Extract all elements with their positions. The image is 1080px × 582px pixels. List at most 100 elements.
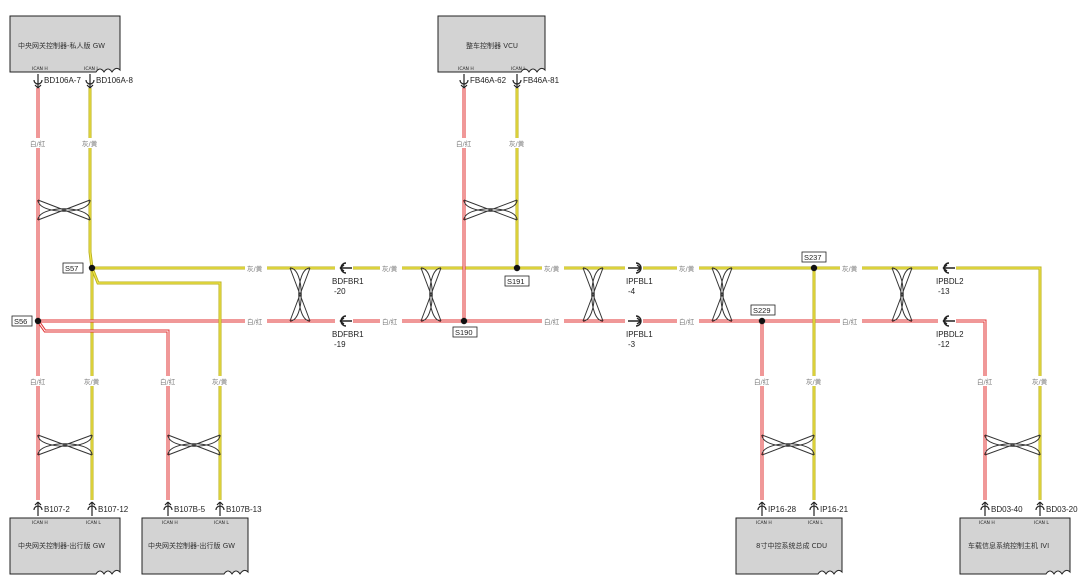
wire-yel-gw2 (90, 267, 222, 500)
twist-gw-private (37, 199, 91, 221)
terminal-label: BD106A-8 (96, 76, 133, 85)
terminal-icon (980, 501, 990, 516)
terminal-label: B107-12 (98, 505, 129, 514)
terminal-icon (459, 74, 469, 89)
color-label: 灰/黄 (212, 377, 228, 386)
wire-red-gw2 (36, 320, 170, 500)
wire-red-gw2-stripe (37, 320, 169, 500)
pin-label: ICAN H (756, 520, 772, 526)
wire-yel-ivi-stripe (948, 267, 1041, 500)
pin-label: ICAN H (979, 520, 995, 526)
module-ivi[interactable]: 车载信息系统控制主机 IVI ICAN H ICAN L (959, 517, 1071, 575)
module-title: 车载信息系统控制主机 IVI (968, 541, 1049, 550)
color-label: 灰/黄 (679, 264, 695, 273)
pin-label: ICAN L (808, 520, 823, 526)
color-label: 白/红 (679, 317, 695, 326)
color-label: 白/红 (160, 377, 176, 386)
terminal-label: BD03-20 (1046, 505, 1078, 514)
connector-label: -13 (938, 287, 950, 296)
pin-label: ICAN L (84, 66, 99, 72)
connector-arrow-icon (628, 262, 642, 274)
terminal-label: B107B-13 (226, 505, 262, 514)
module-gw-private[interactable]: 中央网关控制器-私人版 GW ICAN H ICAN L (9, 15, 121, 73)
inline-connectors: BDFBR1 -20 BDFBR1 -19 IPFBL1 -4 IPFBL1 -… (332, 262, 964, 349)
wires (36, 88, 1042, 500)
terminal-label: FB46A-81 (523, 76, 560, 85)
connector-arrow-icon (339, 315, 352, 327)
module-title: 中央网关控制器-出行版 GW (148, 541, 235, 550)
connector-label: -12 (938, 340, 950, 349)
connector-label: -4 (628, 287, 636, 296)
color-label: 灰/黄 (247, 264, 263, 273)
connector-label: IPBDL2 (936, 330, 964, 339)
twist-gw-travel-2 (167, 434, 221, 456)
module-gw-travel-2[interactable]: 中央网关控制器-出行版 GW ICAN H ICAN L (141, 517, 249, 575)
terminal-label: FB46A-62 (470, 76, 507, 85)
module-cdu[interactable]: 8寸中控系统总成 CDU ICAN H ICAN L (735, 517, 843, 575)
splice-label: S229 (753, 306, 771, 315)
color-label: 白/红 (754, 377, 770, 386)
color-label: 白/红 (544, 317, 560, 326)
pin-label: ICAN L (1034, 520, 1049, 526)
pin-label: ICAN H (162, 520, 178, 526)
twist-h-1 (289, 267, 311, 322)
terminal-icon (87, 501, 97, 516)
color-label: 灰/黄 (82, 139, 98, 148)
color-label: 灰/黄 (806, 377, 822, 386)
terminal-icon (809, 501, 819, 516)
terminal-label: B107B-5 (174, 505, 206, 514)
splice-dot (88, 264, 96, 272)
wire-color-labels: 白/红 灰/黄 白/红 灰/黄 白/红 灰/黄 白/红 灰/黄 白/红 灰/黄 … (28, 138, 1050, 386)
terminal-icon (163, 501, 173, 516)
splice-dot (513, 264, 521, 272)
module-title: 中央网关控制器-出行版 GW (18, 541, 105, 550)
color-label: 灰/黄 (382, 264, 398, 273)
connector-arrow-icon (339, 262, 352, 274)
connector-label: IPBDL2 (936, 277, 964, 286)
splice-label: S191 (507, 277, 525, 286)
twisted-pair-markers (37, 199, 1041, 456)
terminals-bottom: B107-2 B107-12 B107B-5 B107B-13 IP16-28 … (33, 501, 1078, 516)
terminal-label: BD106A-7 (44, 76, 81, 85)
connector-label: -19 (334, 340, 346, 349)
splice-dot (758, 317, 766, 325)
module-title: 中央网关控制器-私人版 GW (18, 41, 105, 50)
terminal-icon (1035, 501, 1045, 516)
terminal-icon (215, 501, 225, 516)
color-label: 白/红 (977, 377, 993, 386)
connector-label: -3 (628, 340, 636, 349)
twist-ivi (984, 434, 1041, 456)
connector-label: BDFBR1 (332, 330, 364, 339)
color-label: 白/红 (247, 317, 263, 326)
module-vcu[interactable]: 整车控制器 VCU ICAN H ICAN L (437, 15, 546, 73)
color-label: 白/红 (30, 139, 46, 148)
splice-label: S237 (804, 253, 822, 262)
twist-gw-travel-1 (37, 434, 93, 456)
module-gw-travel-1[interactable]: 中央网关控制器-出行版 GW ICAN H ICAN L (9, 517, 121, 575)
twist-vcu (463, 199, 518, 221)
wire-red-ivi-stripe (948, 320, 986, 500)
pin-label: ICAN H (458, 66, 474, 72)
connector-arrow-icon (942, 315, 955, 327)
connector-label: IPFBL1 (626, 277, 653, 286)
color-label: 白/红 (456, 139, 472, 148)
splice-dot (34, 317, 42, 325)
twist-h-2 (420, 267, 442, 322)
wire-yel-gw2-stripe (91, 267, 221, 500)
color-label: 白/红 (382, 317, 398, 326)
module-title: 整车控制器 VCU (466, 41, 518, 50)
color-label: 白/红 (30, 377, 46, 386)
twist-h-4 (711, 267, 733, 322)
connector-label: -20 (334, 287, 346, 296)
color-label: 白/红 (842, 317, 858, 326)
splice-dot (810, 264, 818, 272)
pin-label: ICAN L (86, 520, 101, 526)
splice-dot (460, 317, 468, 325)
connector-label: BDFBR1 (332, 277, 364, 286)
pin-label: ICAN H (32, 520, 48, 526)
module-title: 8寸中控系统总成 CDU (756, 541, 827, 550)
terminals-top: BD106A-7 BD106A-8 FB46A-62 FB46A-81 (33, 74, 560, 89)
terminal-label: BD03-40 (991, 505, 1023, 514)
color-label: 灰/黄 (842, 264, 858, 273)
